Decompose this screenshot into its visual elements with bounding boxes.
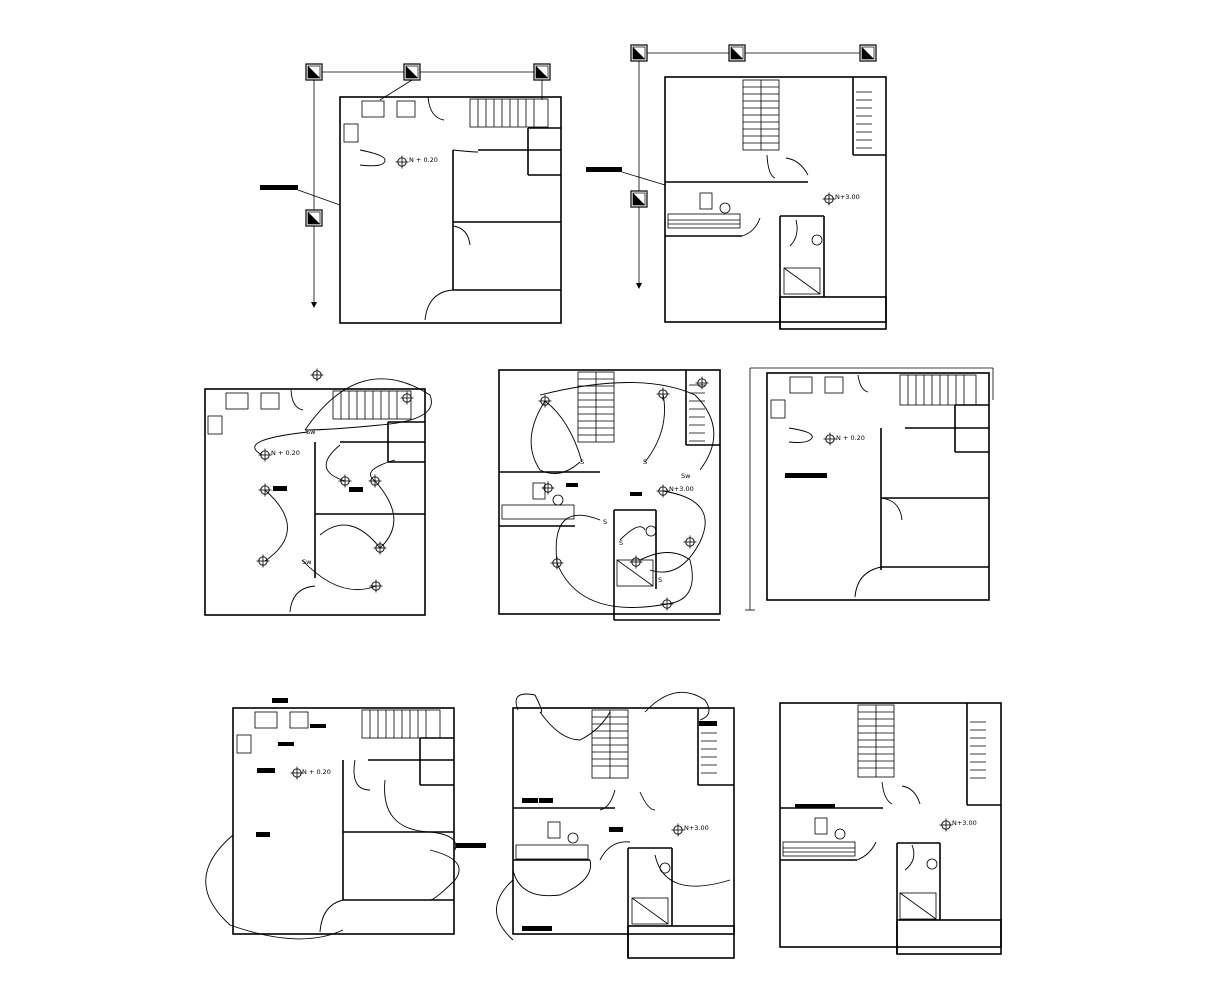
stair-icon	[742, 79, 872, 151]
plan-4-upper-electrical: S S Sw S S S N+3.00	[498, 369, 721, 621]
plan-2-upper-floor: N+3.00	[586, 44, 887, 330]
plan-8-level-label: N+3.00	[952, 819, 977, 827]
plan-5-ground-floor: N + 0.20	[745, 367, 994, 611]
switch-label: S	[658, 576, 662, 584]
light-fixture-icon	[395, 155, 409, 169]
light-fixture-icon	[310, 368, 324, 382]
switch-label: S	[643, 458, 647, 466]
stair-icon	[332, 390, 412, 420]
switch-label: S	[603, 518, 607, 526]
door-swing-icon	[766, 154, 776, 179]
section-marker-icon	[859, 44, 877, 62]
light-fixture-icon	[541, 481, 555, 495]
light-fixture-icon	[256, 554, 270, 568]
light-fixture-icon	[695, 376, 709, 390]
section-marker-icon	[630, 44, 648, 62]
toilet-icon	[547, 821, 561, 839]
switch-label: S	[580, 458, 584, 466]
stair-icon	[577, 371, 705, 443]
light-fixture-icon	[671, 823, 685, 837]
toilet-icon	[699, 192, 713, 210]
plan-1-ground-floor: N + 0.20	[260, 63, 562, 324]
plan-5-level-label: N + 0.20	[836, 434, 865, 442]
switch-label: Sw	[302, 558, 312, 566]
stair-icon	[899, 374, 977, 406]
light-fixture-icon	[400, 391, 414, 405]
light-fixture-icon	[822, 192, 836, 206]
section-marker-icon	[533, 63, 551, 81]
section-marker-icon	[305, 209, 323, 227]
plan-2-level-label: N+3.00	[835, 193, 860, 201]
stair-icon	[361, 709, 441, 739]
door-swing-icon	[881, 781, 893, 805]
sink-icon	[225, 392, 249, 410]
section-marker-icon	[728, 44, 746, 62]
section-marker-icon	[305, 63, 323, 81]
toilet-icon	[814, 817, 828, 835]
switch-label: Sw	[306, 428, 316, 436]
sink-icon	[361, 100, 385, 118]
stove-icon	[236, 734, 252, 754]
stove-icon	[343, 123, 359, 143]
light-fixture-icon	[683, 535, 697, 549]
light-fixture-icon	[258, 448, 272, 462]
stair-icon	[469, 98, 549, 128]
section-marker-icon	[630, 190, 648, 208]
light-fixture-icon	[939, 818, 953, 832]
plan-7-level-label: N+3.00	[684, 824, 709, 832]
door-swing-icon	[427, 96, 445, 121]
plan-3-ground-electrical: Sw Sw N + 0.20	[204, 368, 432, 616]
plan-6-ground-electrical: N + 0.20	[205, 698, 486, 940]
plan-8-upper-floor: N+3.00	[779, 702, 1002, 955]
stove-icon	[770, 399, 786, 419]
stove-icon	[207, 415, 223, 435]
plan-4-level-label: N+3.00	[669, 485, 694, 493]
switch-label: Sw	[681, 472, 691, 480]
stair-icon	[857, 704, 986, 779]
switch-label: S	[619, 539, 623, 547]
toilet-icon	[532, 482, 546, 500]
light-fixture-icon	[823, 432, 837, 446]
stair-icon	[591, 709, 717, 779]
light-fixture-icon	[629, 555, 643, 569]
door-swing-icon	[289, 585, 316, 613]
sink-icon	[789, 376, 813, 394]
sink-icon	[254, 711, 278, 729]
door-swing-icon	[854, 566, 882, 598]
door-swing-icon	[424, 289, 454, 321]
plan-7-upper-electrical: N+3.00	[496, 691, 735, 959]
plan-1-level-label: N + 0.20	[409, 156, 438, 164]
plan-3-level-label: N + 0.20	[271, 449, 300, 457]
plan-6-level-label: N + 0.20	[302, 768, 331, 776]
section-marker-icon	[403, 63, 421, 81]
